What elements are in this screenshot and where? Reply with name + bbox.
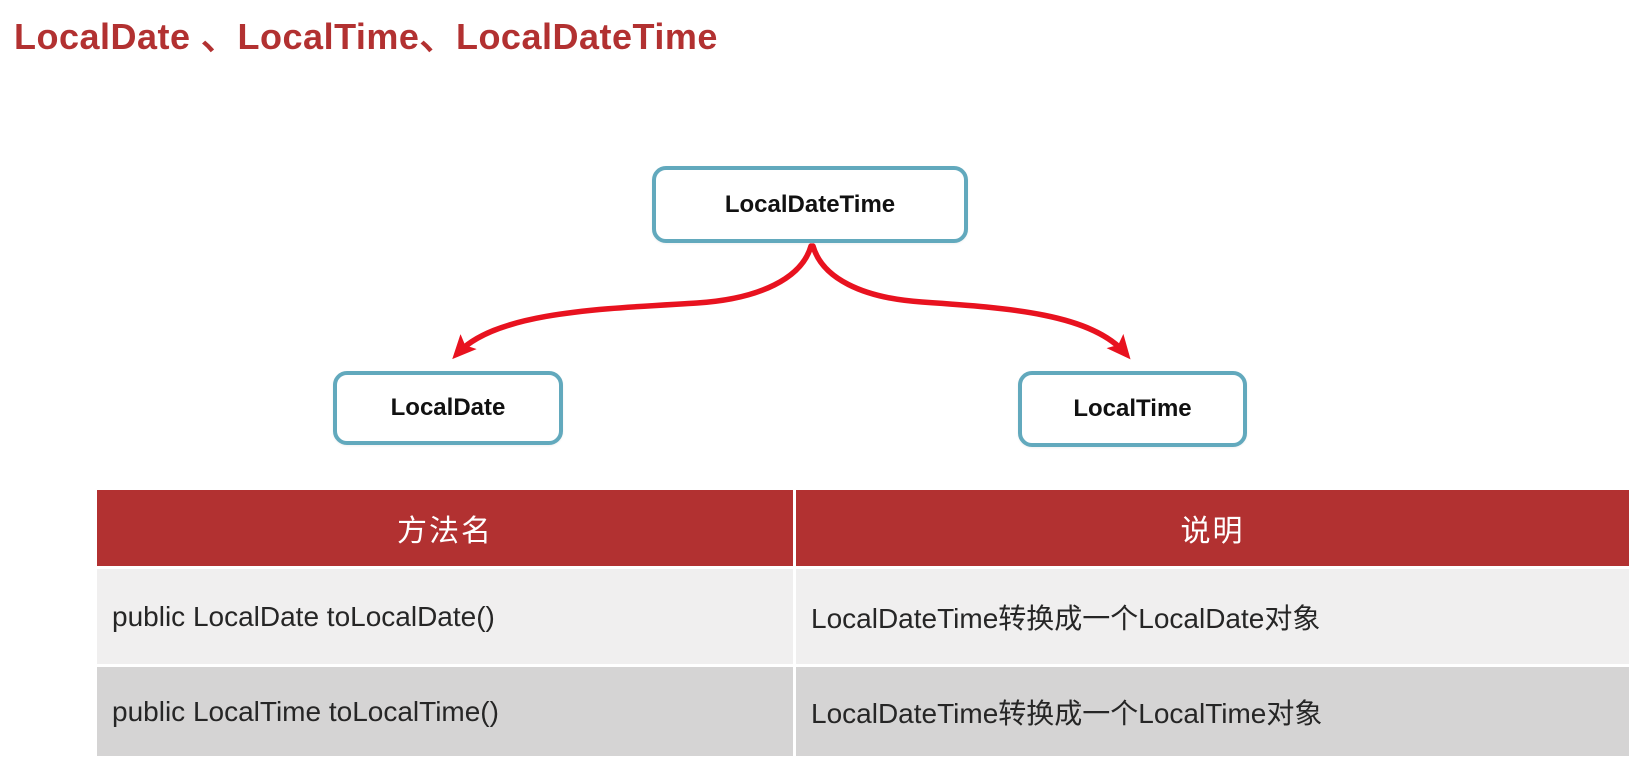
class-hierarchy-diagram: LocalDateTime LocalDate LocalTime	[333, 166, 1247, 447]
table-header-method: 方法名	[97, 490, 793, 566]
table-cell-desc-2: LocalDateTime转换成一个LocalTime对象	[796, 667, 1629, 756]
arrow-to-localdate	[452, 243, 814, 360]
table-header-desc: 说明	[796, 490, 1629, 566]
table-cell-method-1: public LocalDate toLocalDate()	[97, 569, 793, 664]
arrow-to-localtime	[810, 243, 1131, 360]
node-localtime: LocalTime	[1018, 371, 1247, 447]
node-localdate: LocalDate	[333, 371, 563, 445]
table-cell-method-2: public LocalTime toLocalTime()	[97, 667, 793, 756]
node-localdatetime: LocalDateTime	[652, 166, 968, 243]
table-cell-desc-1: LocalDateTime转换成一个LocalDate对象	[796, 569, 1629, 664]
methods-table: 方法名 说明 public LocalDate toLocalDate() Lo…	[97, 490, 1629, 756]
page-title: LocalDate 、LocalTime、LocalDateTime	[14, 16, 718, 57]
node-localdatetime-label: LocalDateTime	[724, 190, 896, 218]
node-localdate-label: LocalDate	[390, 394, 506, 421]
node-localtime-label: LocalTime	[1073, 395, 1192, 422]
